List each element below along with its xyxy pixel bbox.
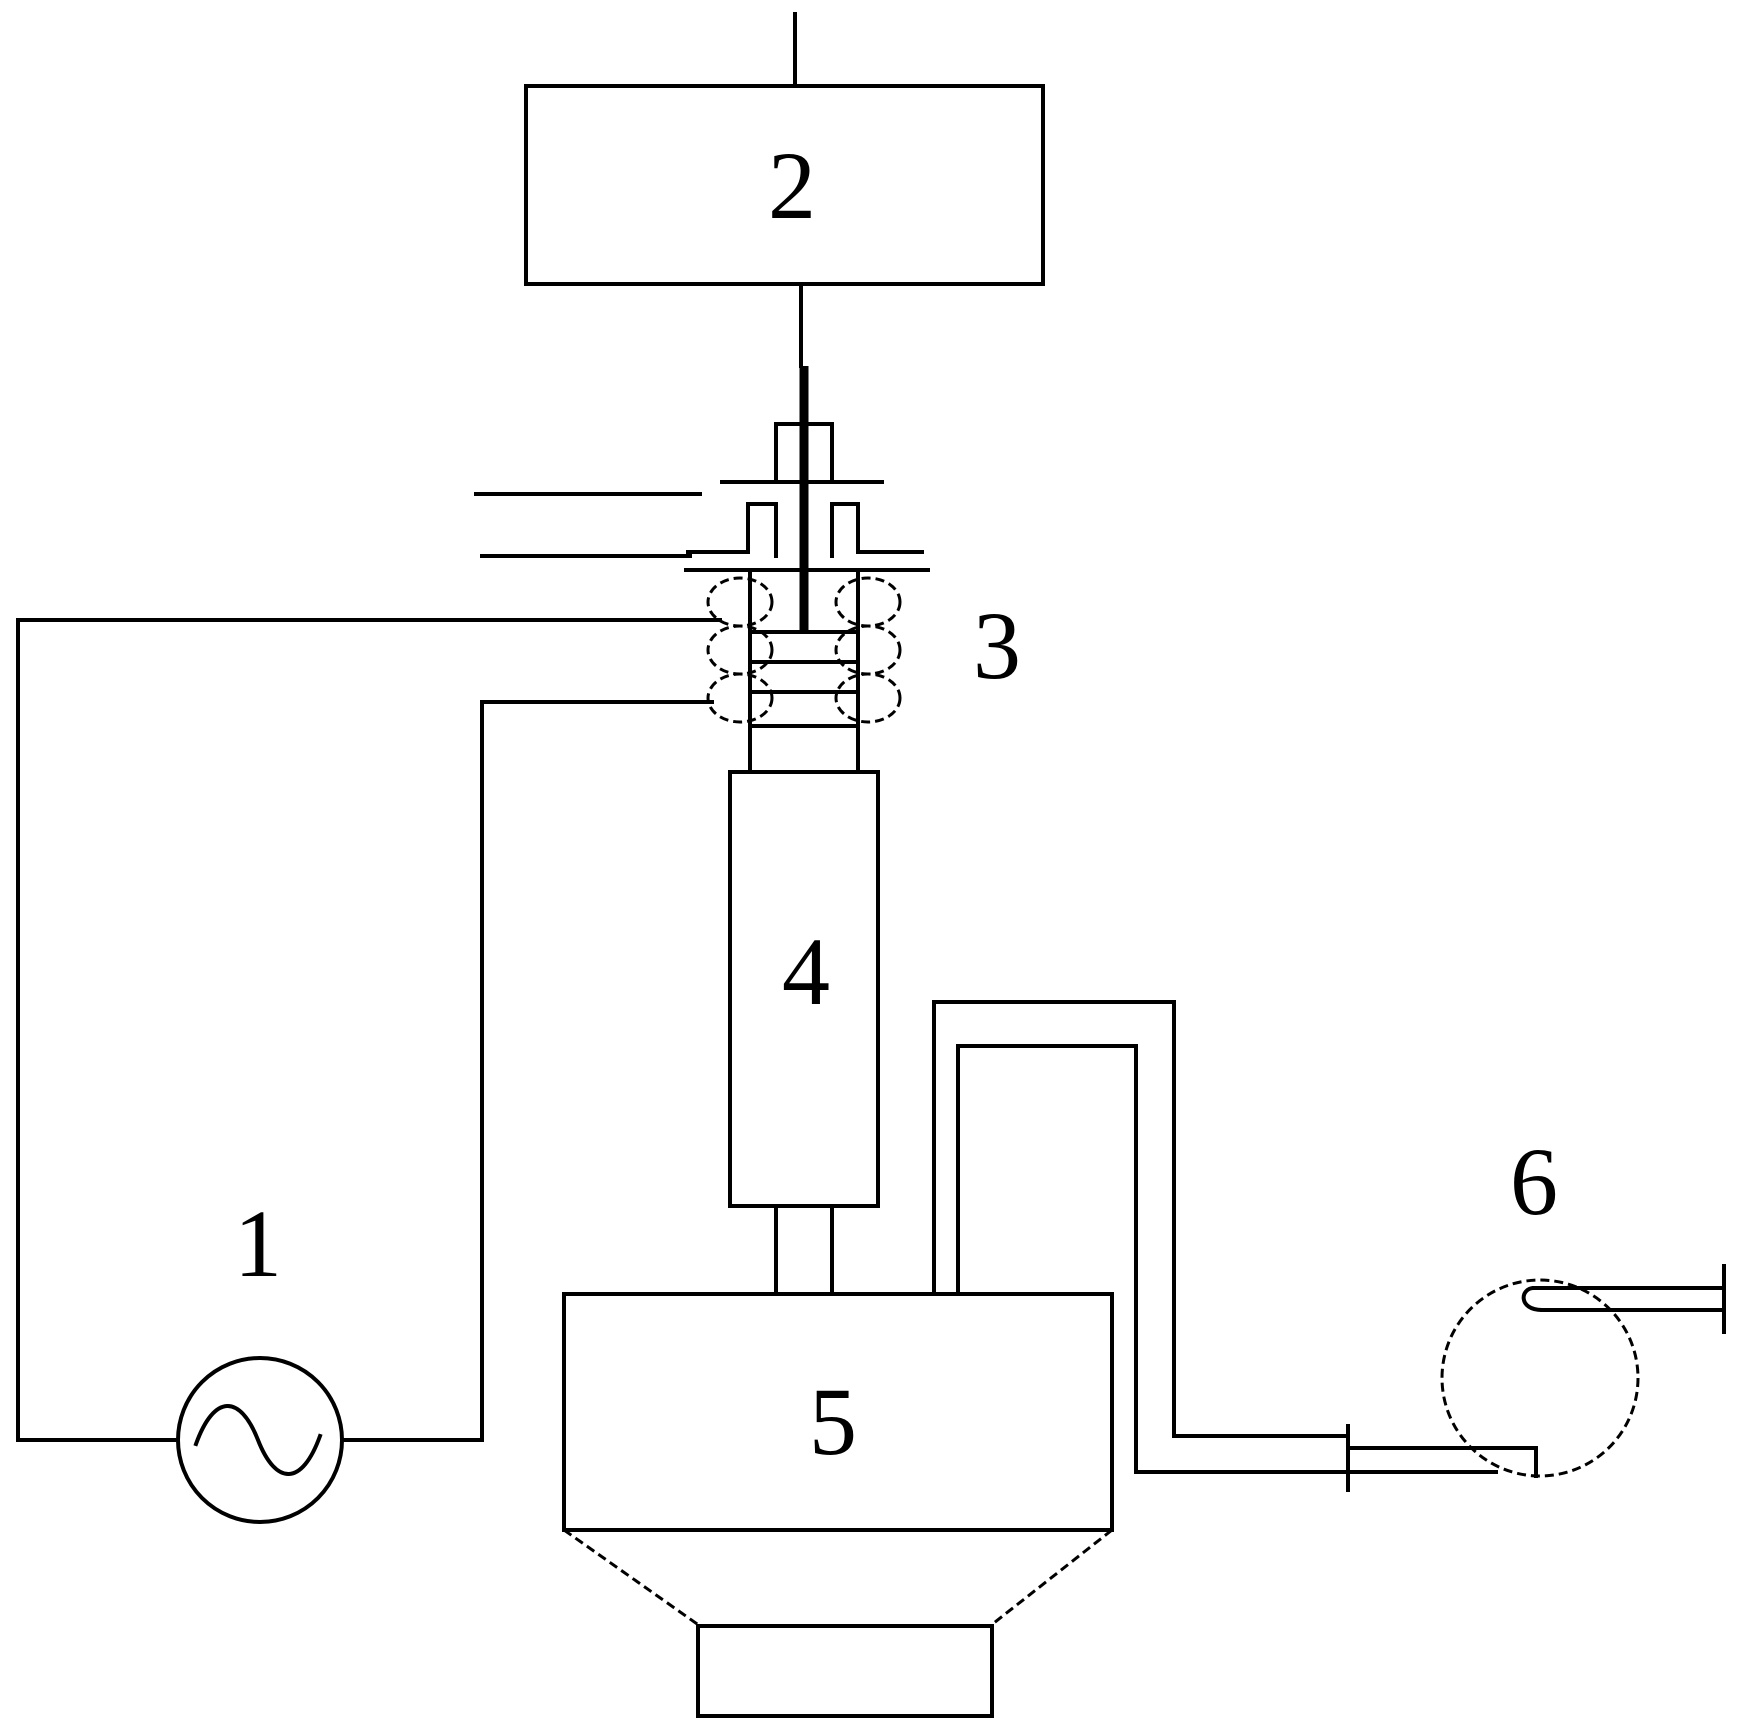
hopper-side-left: [563, 1528, 701, 1628]
feed-rod: [799, 282, 809, 630]
box-4: [728, 770, 880, 1208]
induction-coil: [706, 576, 902, 724]
label-4: 4: [782, 918, 830, 1025]
coil-loop-left-2: [706, 624, 774, 676]
coil-loop-right-1: [834, 576, 902, 628]
component-3: 3: [706, 568, 1021, 774]
wire-outer: [16, 618, 722, 1442]
label-6: 6: [1510, 1128, 1558, 1235]
label-5: 5: [809, 1368, 857, 1475]
nozzle-head: [474, 422, 930, 572]
wire-inner: [340, 700, 714, 1442]
box-5: [562, 1292, 1114, 1532]
label-1: 1: [234, 1190, 282, 1297]
pump-casing: [1440, 1278, 1640, 1478]
outer-wall-left: [686, 502, 750, 554]
exhaust-duct: [932, 1000, 1538, 1492]
hopper-side-right: [989, 1528, 1113, 1628]
duct-inner: [956, 1044, 1498, 1474]
nozzle-cap: [774, 422, 834, 482]
duct-outer: [932, 1000, 1350, 1438]
label-2: 2: [768, 132, 816, 239]
pump-outlet-lip: [1521, 1285, 1545, 1313]
box-2: [524, 84, 1045, 286]
component-6: 6: [1440, 1128, 1726, 1478]
component-5: 5: [562, 1292, 1114, 1718]
component-1: 1: [16, 618, 722, 1524]
inner-wall-right: [830, 502, 860, 558]
outer-wall-right: [856, 502, 924, 554]
ac-source-circle: [176, 1356, 344, 1524]
coil-loop-right-3: [834, 672, 902, 724]
ac-sine-icon: [193, 1404, 323, 1476]
collector-bin: [696, 1624, 994, 1718]
component-2: 2: [524, 12, 1045, 286]
label-3: 3: [973, 592, 1021, 699]
coil-loop-left-3: [706, 672, 774, 724]
inner-wall-left: [746, 502, 778, 558]
component-4: 4: [728, 770, 880, 1296]
